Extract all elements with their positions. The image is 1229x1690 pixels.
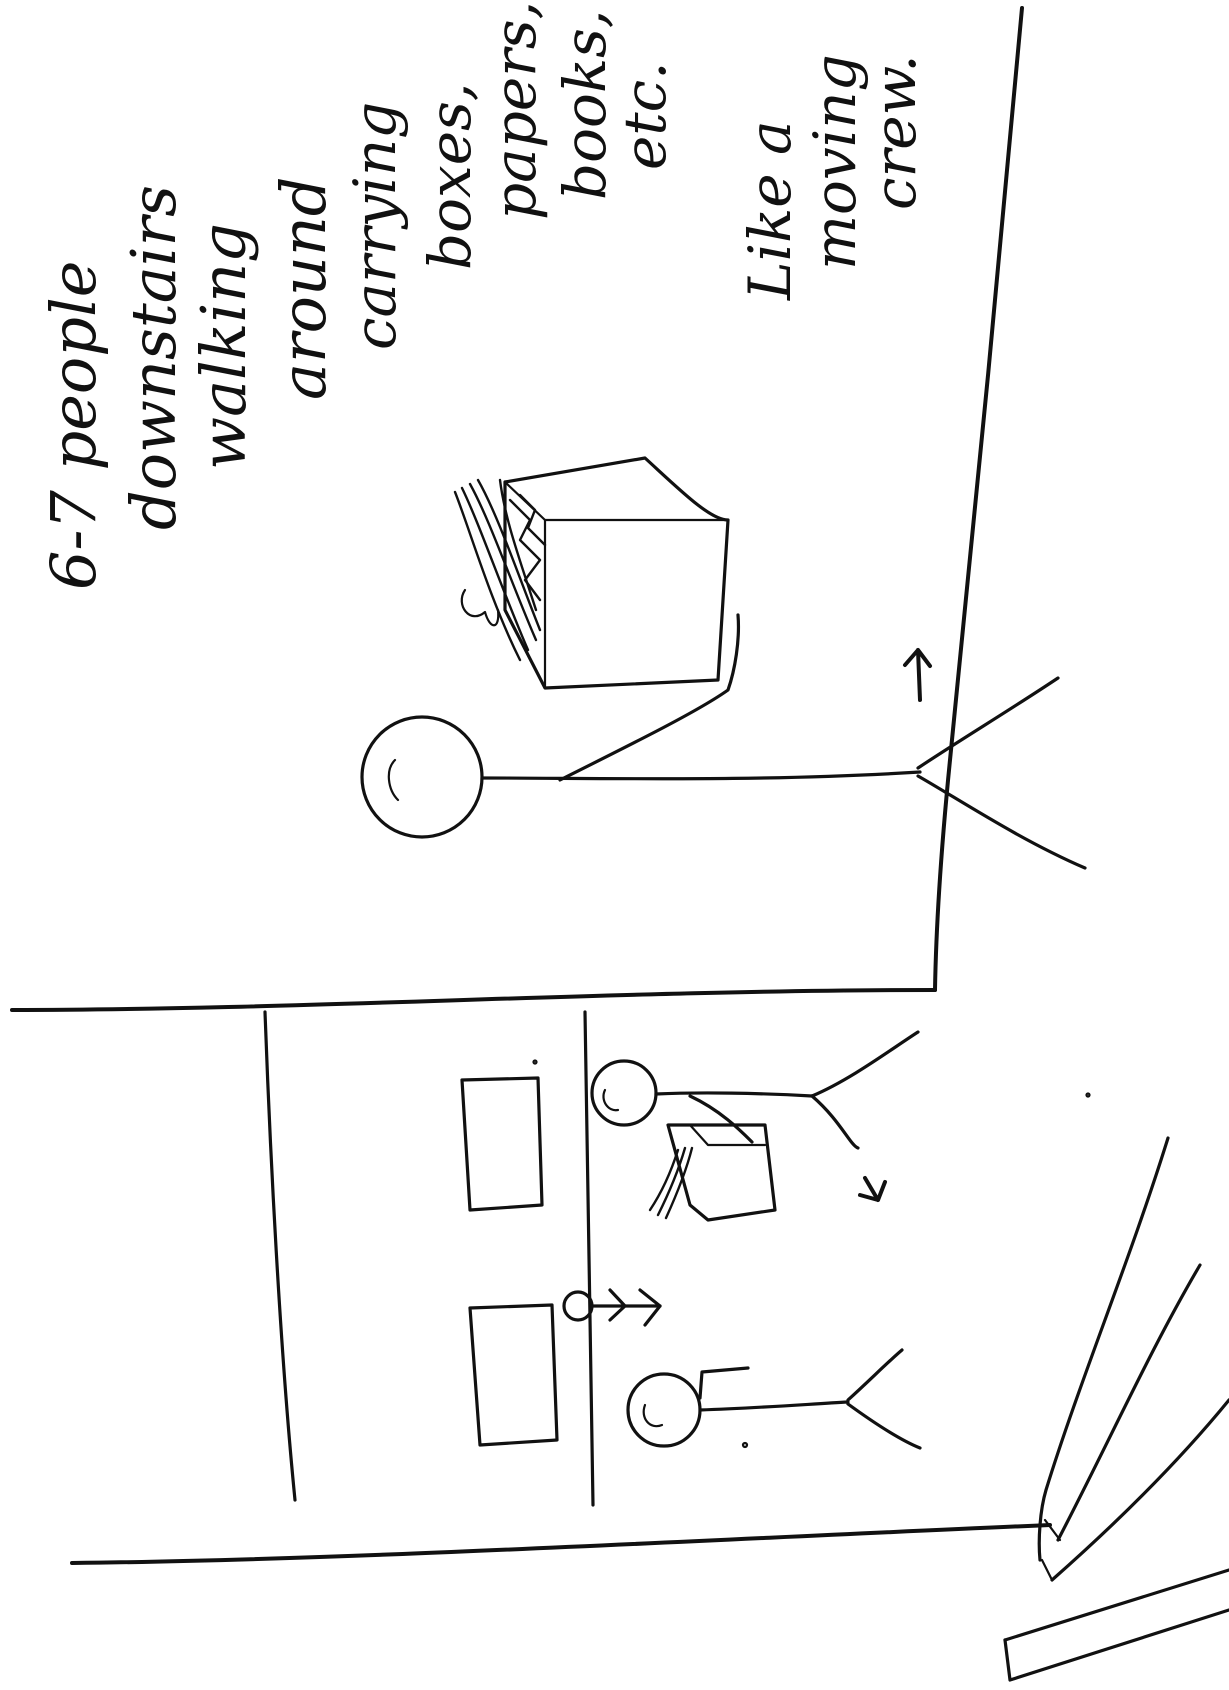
walk-direction-arrow-down	[860, 1178, 885, 1200]
large-box	[505, 458, 728, 688]
bottom-person-head	[628, 1374, 700, 1446]
large-person-head	[362, 717, 482, 837]
small-person-carrying-box	[592, 1032, 918, 1220]
handwritten-note: 6-7 people downstairs walking around car…	[37, 1, 929, 590]
walk-direction-arrow-up	[905, 650, 930, 700]
bottom-person	[628, 1350, 920, 1448]
bottom-person-head-detail	[644, 1405, 662, 1426]
tiny-person	[564, 1290, 660, 1325]
door-right	[470, 1305, 557, 1445]
small-person-body	[656, 1093, 812, 1096]
lower-ceiling-line	[265, 1012, 295, 1500]
room-right-wall-line	[935, 8, 1022, 990]
note-line-2: downstairs	[117, 185, 190, 530]
large-person-leg-1	[918, 678, 1058, 768]
note-line-7: papers,	[481, 1, 549, 220]
room-bottom-line	[72, 1525, 1050, 1563]
bannister-line-2	[1058, 1265, 1200, 1540]
note-comparison-line-3: crew.	[861, 54, 929, 210]
tiny-person-head	[564, 1292, 592, 1320]
note-line-6: boxes,	[416, 83, 484, 270]
note-line-4: around	[267, 177, 340, 400]
note-comparison-line-1: Like a	[736, 120, 804, 301]
note-line-9: etc.	[611, 61, 679, 170]
large-person-head-detail	[389, 760, 398, 800]
pencil-specks	[534, 1061, 1090, 1448]
door-left	[462, 1078, 542, 1210]
stair-edge	[1005, 1570, 1229, 1640]
large-box-papers	[455, 480, 545, 660]
small-person-head	[592, 1061, 656, 1125]
bannister-line-1	[1039, 1138, 1168, 1560]
stair-step	[1005, 1610, 1229, 1680]
stairs-bannister	[1005, 1138, 1229, 1680]
large-person-body	[482, 772, 920, 779]
room-floor-line	[12, 990, 935, 1010]
large-person-carrying-box	[362, 458, 1085, 868]
small-person-head-detail	[603, 1090, 618, 1110]
note-comparison-line-2: moving	[801, 54, 869, 270]
note-line-3: walking	[187, 223, 260, 470]
lower-wall-section	[265, 1012, 593, 1505]
large-person-arm	[560, 615, 738, 780]
note-line-8: books,	[551, 10, 619, 200]
bannister-base	[1042, 1520, 1060, 1580]
bottom-person-leg-1	[848, 1350, 902, 1400]
small-box-edge	[690, 1125, 765, 1145]
small-box-papers	[650, 1148, 692, 1218]
bannister-line-3	[1052, 1400, 1229, 1580]
note-line-1: 6-7 people	[37, 261, 110, 590]
bottom-person-leg-2	[848, 1404, 920, 1448]
bottom-person-body	[700, 1402, 848, 1410]
small-person-leg-2	[812, 1096, 858, 1148]
small-person-leg-1	[812, 1032, 918, 1096]
bottom-person-arm	[700, 1368, 748, 1398]
note-line-5: carrying	[341, 102, 409, 350]
